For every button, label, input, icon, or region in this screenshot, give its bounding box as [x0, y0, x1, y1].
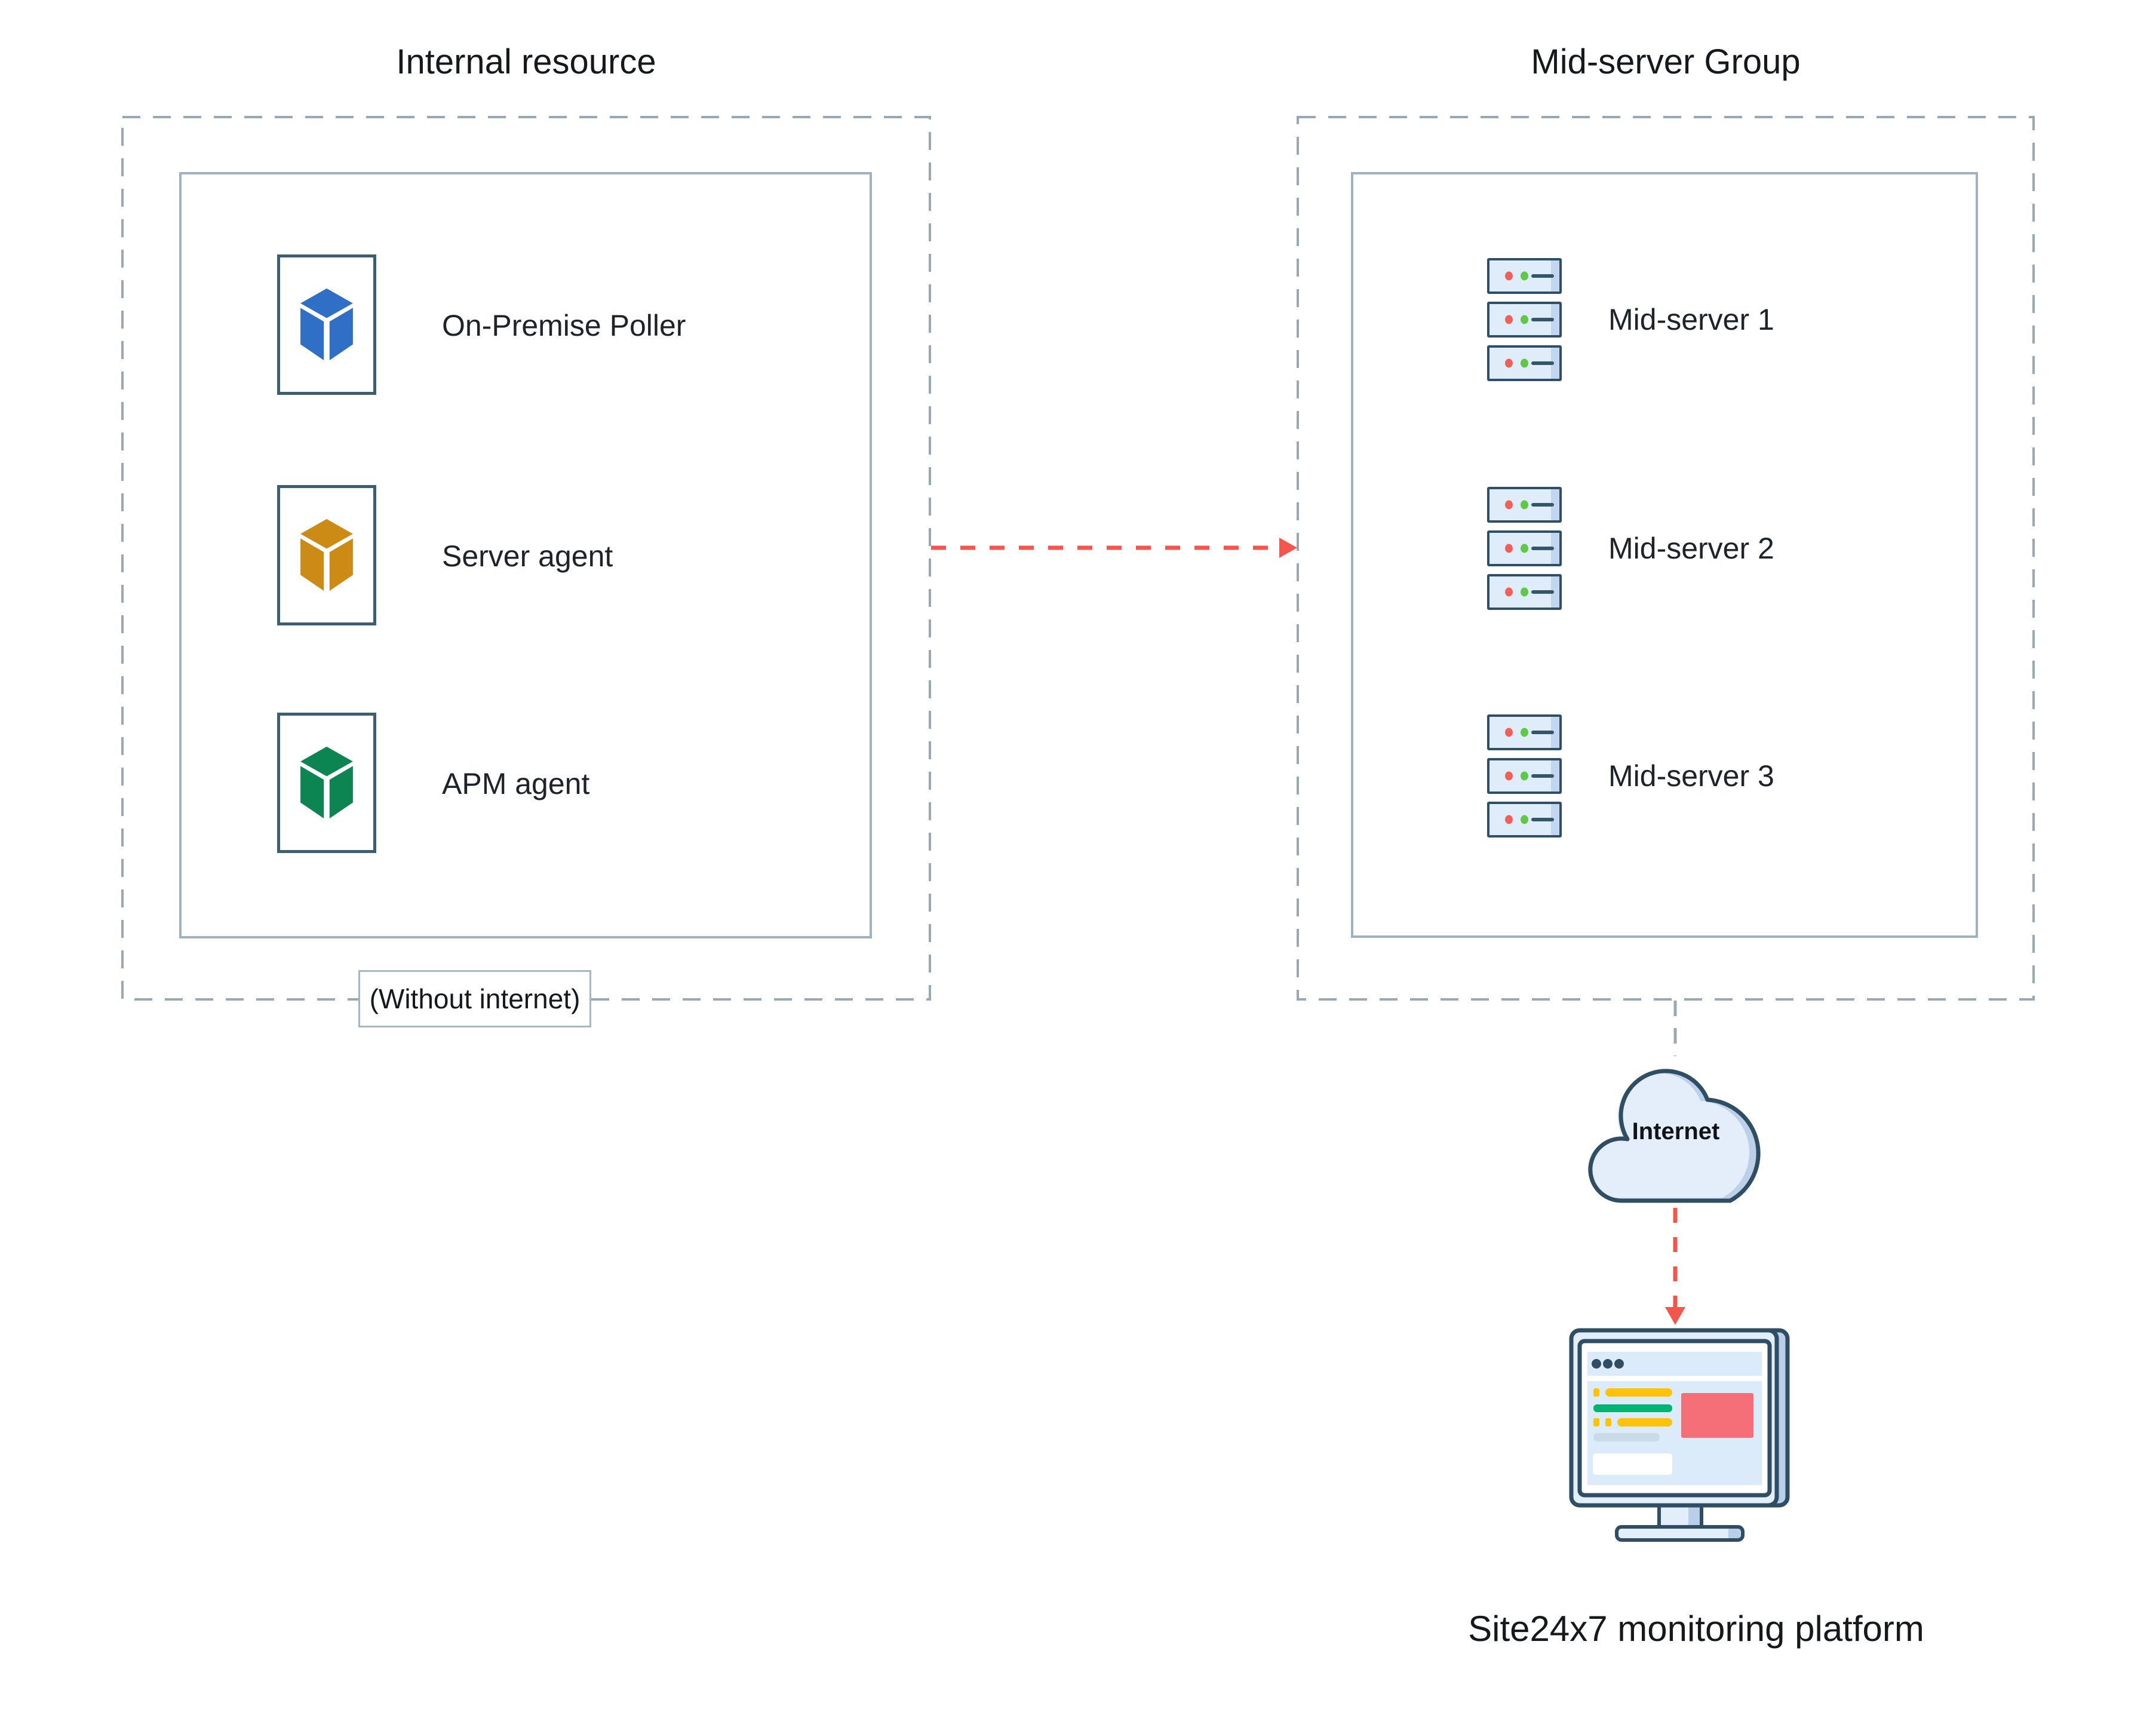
led-red	[1505, 271, 1513, 281]
led-green	[1521, 771, 1528, 781]
server-side-panel	[1551, 804, 1559, 835]
server-unit	[1487, 758, 1562, 794]
server-side-panel	[1551, 348, 1559, 379]
server-slot-line	[1531, 503, 1554, 507]
platform-caption: Site24x7 monitoring platform	[1468, 1609, 1924, 1649]
mid-server-1-label: Mid-server 1	[1608, 303, 1774, 336]
internal-resource-title: Internal resource	[396, 42, 656, 81]
led-green	[1521, 815, 1528, 824]
server-side-panel	[1551, 304, 1559, 335]
server-side-panel	[1551, 533, 1559, 564]
server-side-panel	[1551, 489, 1559, 520]
server-unit	[1487, 302, 1562, 338]
led-green	[1521, 728, 1528, 737]
server-slot-line	[1531, 547, 1554, 550]
server-slot-line	[1531, 274, 1554, 278]
led-red	[1505, 358, 1513, 368]
internet-label: Internet	[1632, 1118, 1720, 1145]
led-red	[1505, 728, 1513, 737]
cube-icon	[300, 746, 353, 818]
apm-agent-box	[277, 713, 376, 853]
mid-server-3-label: Mid-server 3	[1608, 759, 1774, 793]
apm-agent-label: APM agent	[442, 767, 590, 800]
without-internet-tag: (Without internet)	[358, 970, 591, 1027]
server-unit	[1487, 258, 1562, 294]
server-stack-icon	[1487, 487, 1562, 618]
server-unit	[1487, 802, 1562, 838]
led-red	[1505, 500, 1513, 510]
server-slot-line	[1531, 361, 1554, 365]
led-green	[1521, 271, 1528, 281]
server-unit	[1487, 530, 1562, 566]
mid-server-inner-box	[1351, 172, 1978, 938]
on-premise-poller-box	[277, 254, 376, 395]
led-red	[1505, 815, 1513, 824]
cube-icon	[300, 519, 353, 591]
server-stack-icon	[1487, 714, 1562, 845]
arrow-internet-to-platform	[1665, 1208, 1685, 1325]
cloud-icon	[1587, 1069, 1761, 1203]
mid-server-2-label: Mid-server 2	[1608, 532, 1774, 565]
server-unit	[1487, 714, 1562, 750]
led-green	[1521, 500, 1528, 510]
led-green	[1521, 544, 1528, 553]
cube-icon	[300, 288, 353, 360]
server-slot-line	[1531, 590, 1554, 594]
server-agent-label: Server agent	[442, 539, 613, 573]
led-red	[1505, 315, 1513, 324]
server-stack-icon	[1487, 258, 1562, 389]
led-red	[1505, 771, 1513, 781]
monitor-icon	[1569, 1328, 1790, 1542]
server-agent-box	[277, 485, 376, 625]
server-slot-line	[1531, 774, 1554, 778]
server-unit	[1487, 345, 1562, 381]
led-red	[1505, 544, 1513, 553]
server-unit	[1487, 574, 1562, 610]
on-premise-poller-label: On-Premise Poller	[442, 309, 686, 342]
led-green	[1521, 315, 1528, 324]
mid-server-group-title: Mid-server Group	[1531, 42, 1801, 81]
led-green	[1521, 587, 1528, 597]
server-unit	[1487, 487, 1562, 523]
server-slot-line	[1531, 818, 1554, 821]
server-side-panel	[1551, 260, 1559, 292]
led-green	[1521, 358, 1528, 368]
arrow-internal-to-midserver	[931, 538, 1297, 558]
server-slot-line	[1531, 318, 1554, 321]
server-side-panel	[1551, 717, 1559, 748]
without-internet-label: (Without internet)	[369, 983, 581, 1014]
server-side-panel	[1551, 760, 1559, 792]
server-side-panel	[1551, 576, 1559, 608]
server-slot-line	[1531, 731, 1554, 734]
led-red	[1505, 587, 1513, 597]
